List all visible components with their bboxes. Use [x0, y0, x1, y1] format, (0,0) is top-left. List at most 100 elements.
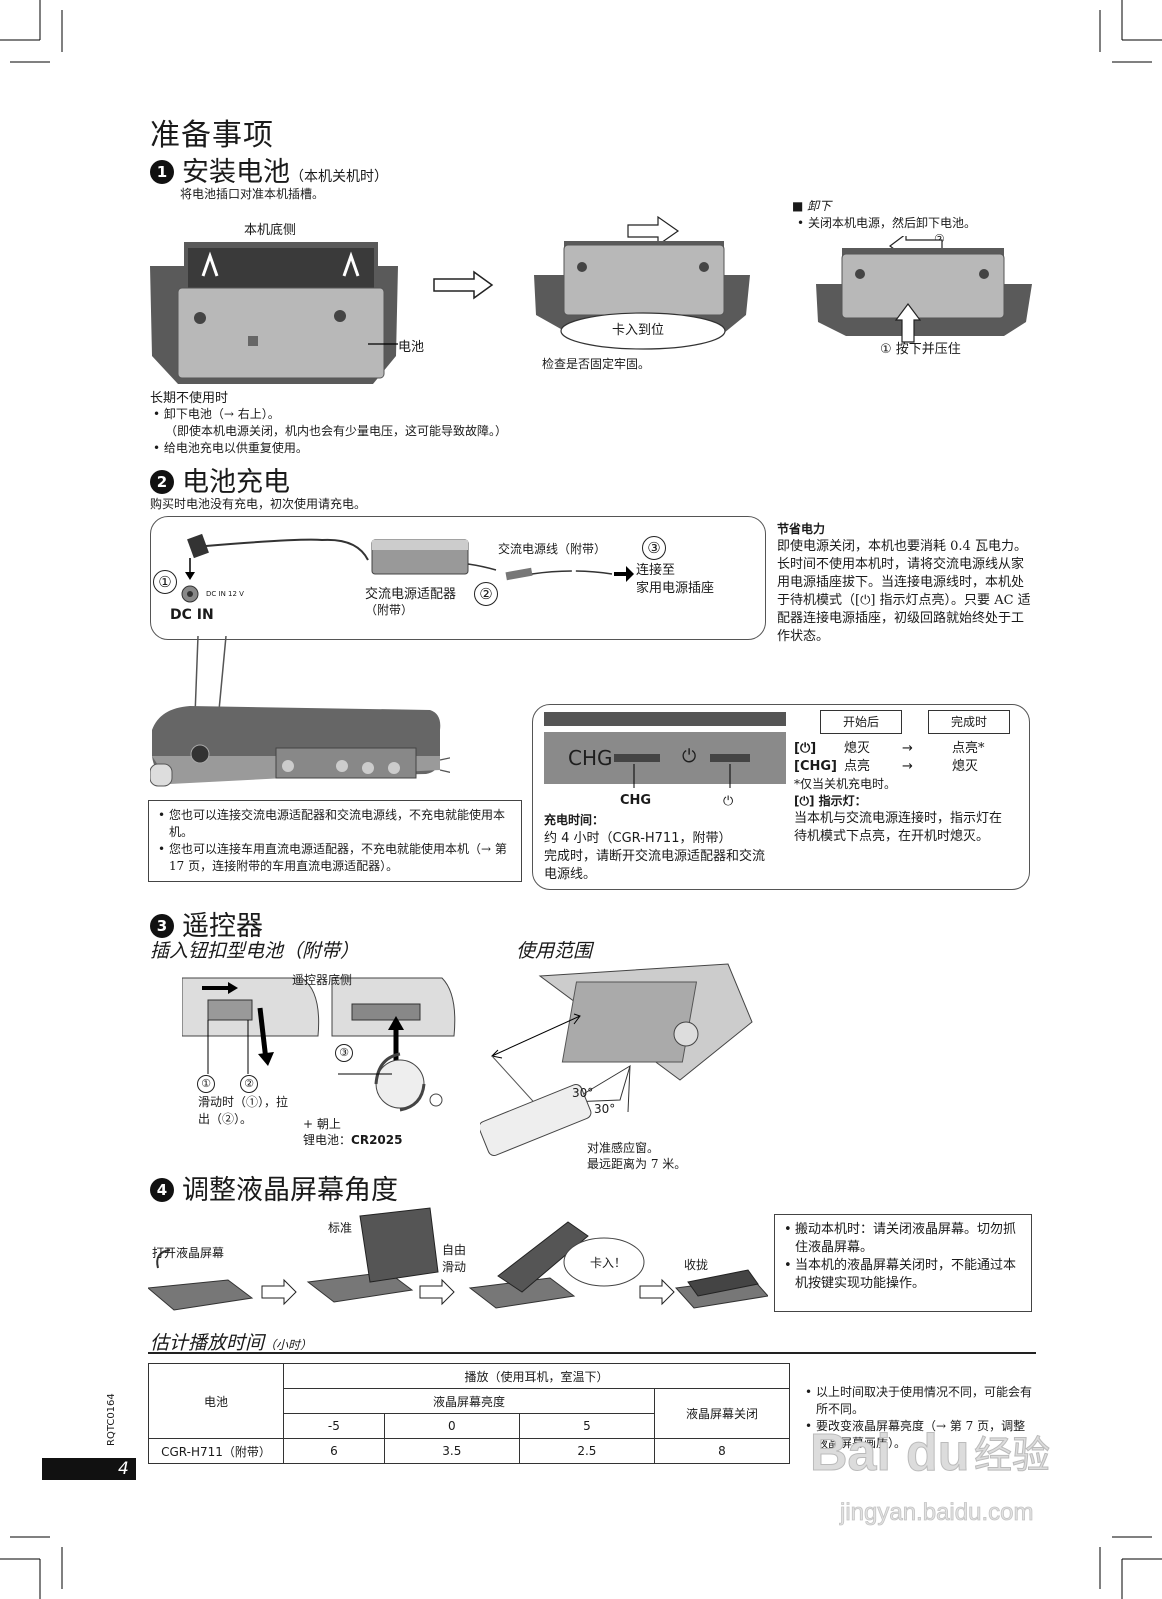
row-value: 3.5	[383, 1438, 520, 1464]
playtime-table: 电池 播放（使用耳机，室温下） 液晶屏幕亮度 液晶屏幕关闭 -5 0 5 CGR…	[148, 1363, 790, 1464]
label-free-slide: 自由滑动	[442, 1243, 467, 1274]
battery-remove-illustration	[816, 236, 1032, 343]
angle2: 30°	[594, 1102, 616, 1116]
section3-heading: 3 遥控器	[150, 904, 263, 943]
charging-note-item: 您也可以连接车用直流电源适配器，不充电就能使用本机（→ 第 17 页，连接附带的…	[157, 841, 513, 875]
lcd-note-item: 搬动本机时：请关闭液晶屏幕。切勿抓住液晶屏幕。	[783, 1221, 1023, 1257]
save-power-text: 即使电源关闭，本机也要消耗 0.4 瓦电力。长时间不使用本机时，请将交流电源线从…	[777, 539, 1031, 644]
arrow-right-icon	[433, 270, 494, 300]
remote-step1: ①	[197, 1073, 215, 1093]
section1-subtitle: （本机关机时）	[290, 169, 388, 185]
lcd-notes-box: 搬动本机时：请关闭液晶屏幕。切勿抓住液晶屏幕。 当本机的液晶屏幕关闭时，不能通过…	[774, 1214, 1032, 1312]
section3-number: 3	[150, 914, 174, 938]
playtime-rule	[148, 1352, 1036, 1354]
charging-connection-diagram	[181, 533, 634, 603]
playtime-notes: 以上时间取决于使用情况不同，可能会有所不同。 要改变液晶屏幕亮度（→ 第 7 页…	[804, 1384, 1036, 1452]
playtime-note-item: 要改变液晶屏幕亮度（→ 第 7 页，调整液晶屏幕画质）。	[804, 1418, 1036, 1452]
svg-text:du: du	[906, 1424, 970, 1482]
remote-step3: ③	[335, 1042, 353, 1062]
step2-circle: ②	[474, 582, 498, 606]
chg-display-text: CHG	[568, 746, 613, 770]
indicator-title: [⏻] 指示灯：	[794, 794, 867, 808]
chg-label: CHG	[620, 793, 652, 808]
row-value: 2.5	[518, 1438, 656, 1464]
power-display-icon: ⏻	[682, 746, 697, 767]
charging-note-item: 您也可以连接交流电源适配器和交流电源线，不充电就能使用本机。	[157, 807, 513, 841]
indicator-panel-illustration	[544, 712, 786, 788]
battery-type: CR2025	[351, 1133, 403, 1147]
battery-type-line: 锂电池：CR2025	[303, 1132, 402, 1149]
section1-title: 安装电池	[182, 157, 290, 188]
svg-text:经验: 经验	[974, 1433, 1050, 1477]
status-row: [CHG] 点亮 → 熄灭	[794, 759, 979, 774]
playtime-title-text: 估计播放时间	[150, 1332, 265, 1354]
section3-title: 遥控器	[182, 911, 263, 942]
label-remote-bottom: 遥控器底侧	[292, 973, 353, 987]
label-fold: 收拢	[684, 1258, 709, 1272]
section2-heading: 2 电池充电	[150, 460, 290, 499]
level-cell: -5	[283, 1413, 385, 1439]
header-brightness: 液晶屏幕亮度	[283, 1388, 655, 1414]
status-row: [⏻] 熄灭 → 点亮*	[794, 741, 985, 756]
section4-title: 调整液晶屏幕角度	[182, 1175, 398, 1206]
baidu-watermark: Bai du 经验 jingyan.baidu.com	[810, 1424, 1051, 1527]
adapter-note: （附带）	[365, 603, 414, 617]
section4-heading: 4 调整液晶屏幕角度	[150, 1168, 398, 1207]
step3-circle: ③	[642, 536, 666, 560]
remove-text: 关闭本机电源，然后卸下电池。	[796, 215, 1036, 232]
charging-notes-box: 您也可以连接交流电源适配器和交流电源线，不充电就能使用本机。 您也可以连接车用直…	[148, 800, 522, 882]
battery-install-illustration	[150, 242, 398, 384]
charging-connection-panel	[150, 516, 766, 640]
label-snap-in: 卡入到位	[612, 323, 665, 338]
battery-type-label: 锂电池：	[303, 1133, 352, 1147]
playtime-note-item: 以上时间取决于使用情况不同，可能会有所不同。	[804, 1384, 1036, 1418]
adapter-label: 交流电源适配器	[365, 587, 457, 602]
dc-in-label: DC IN	[170, 607, 214, 623]
range-text-1: 对准感应窗。	[587, 1141, 660, 1155]
section2-number: 2	[150, 470, 174, 494]
level-cell: 0	[383, 1413, 520, 1439]
header-battery: 电池	[148, 1363, 284, 1439]
charge-time-title: 充电时间：	[544, 813, 605, 827]
svg-text:Bai: Bai	[810, 1424, 891, 1482]
indicator-text: 当本机与交流电源连接时，指示灯在待机模式下点亮，在开机时熄灭。	[794, 811, 1003, 844]
doc-code: RQTC0164	[106, 1393, 117, 1446]
label-battery: 电池	[398, 340, 425, 355]
label-bottom-side: 本机底侧	[244, 223, 297, 238]
header-play: 播放（使用耳机，室温下）	[283, 1363, 790, 1389]
header-lcd-off: 液晶屏幕关闭	[654, 1388, 790, 1439]
remote-battery-illustration	[182, 977, 456, 1112]
step1-circle: ①	[153, 570, 177, 594]
charge-time-value: 约 4 小时（CGR-H711，附带）	[544, 831, 732, 846]
row-battery: CGR-H711（附带）	[148, 1438, 284, 1464]
battery-snap-illustration	[534, 215, 750, 350]
longterm-item: • 给电池充电以供重复使用。	[153, 441, 308, 455]
sub-range-title: 使用范围	[516, 940, 593, 962]
playtime-title: 估计播放时间（小时）	[150, 1328, 312, 1355]
remote-step2: ②	[240, 1073, 258, 1093]
page-number: 4	[118, 1459, 129, 1479]
lcd-notes-list: 搬动本机时：请关闭液晶屏幕。切勿抓住液晶屏幕。 当本机的液晶屏幕关闭时，不能通过…	[783, 1221, 1023, 1293]
tag-done: 完成时	[928, 710, 1010, 734]
status-table: [⏻] 熄灭 → 点亮* [CHG] 点亮 → 熄灭 *仅当关机充电时。 [⏻]…	[794, 740, 1014, 846]
section4-number: 4	[150, 1178, 174, 1202]
longterm-item: （即使本机电源关闭，机内也会有少量电压，这可能导致故障。）	[165, 424, 508, 438]
section1-number: 1	[150, 160, 174, 184]
label-click: 卡入！	[590, 1256, 627, 1270]
remove-title: ■ 卸下	[792, 199, 832, 213]
row-value: 8	[654, 1438, 790, 1464]
status-footnote: *仅当关机充电时。	[794, 777, 897, 791]
section2-title: 电池充电	[182, 467, 290, 498]
label-standard: 标准	[328, 1221, 353, 1235]
page-number-bar	[42, 1458, 136, 1480]
range-text-2: 最远距离为 7 米。	[587, 1157, 687, 1171]
level-cell: 5	[518, 1413, 656, 1439]
remote-range-illustration	[480, 963, 753, 1156]
label-open-lcd: 打开液晶屏幕	[152, 1246, 225, 1260]
connect-to-label: 连接至	[636, 563, 676, 578]
dc-in-small-label: DC IN 12 V	[206, 590, 244, 598]
label-check-secure: 检查是否固定牢固。	[542, 357, 651, 371]
label-press-hold: ① 按下并压住	[880, 342, 961, 357]
tag-start: 开始后	[820, 710, 902, 734]
